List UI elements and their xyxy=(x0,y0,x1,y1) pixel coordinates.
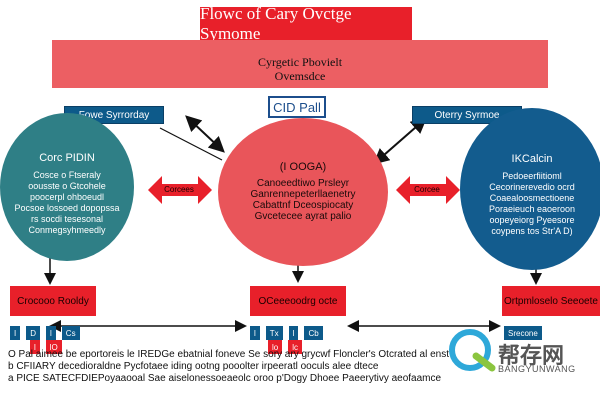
right-red-arrow-label: Corcee xyxy=(414,185,440,194)
watermark-logo-subtitle: BANGYUNWANG xyxy=(498,364,576,374)
right-circle: IKCalcin Pedoeerfiitioml Cecorinerevedio… xyxy=(460,108,600,270)
left-tags: I D l Cs xyxy=(10,326,80,340)
arrow-left-header-line xyxy=(159,127,223,161)
center-circle: (I OOGA) Canoeedtiwo Prsleyr Ganrennepet… xyxy=(218,118,388,266)
tag: lc xyxy=(288,340,303,354)
arrow-right-header-to-center xyxy=(372,117,428,165)
left-tags-row2: l lO xyxy=(30,340,62,354)
tag: Cs xyxy=(61,326,80,340)
right-circle-line: Pedoeerfiitioml xyxy=(502,171,562,181)
left-circle-line: Conmegsyhmeedly xyxy=(28,225,106,235)
bottom-text-line: b CFIIARY decedioraldne Pycfotaee iding … xyxy=(8,361,379,372)
red-arrow-right xyxy=(396,176,460,204)
right-circle-line: Poraeieuch eaoeroon xyxy=(488,204,576,214)
center-tags: l Tx l Cb xyxy=(250,326,323,340)
right-circle-line: oopeyeiorg Pyeesore xyxy=(489,215,575,225)
center-circle-line: Canoeedtiwo Prsleyr xyxy=(256,178,350,189)
tag: l xyxy=(250,326,260,340)
left-circle-line: poocerpl ohboeudl xyxy=(29,192,105,202)
right-red-box: Ortpmloselo Seeoete xyxy=(502,286,600,316)
tag: Tx xyxy=(265,326,283,340)
left-circle-line: Cosce o Ftseraly xyxy=(33,170,101,180)
center-red-box: OCeeeoodrg octe xyxy=(250,286,346,316)
right-circle-title: IKCalcin xyxy=(511,153,553,165)
center-circle-line: Ganrennepeterllaenetry xyxy=(250,189,356,200)
tag: lO xyxy=(45,340,62,354)
left-circle-line: oousste o Gtcohele xyxy=(28,181,106,191)
watermark-logo-text: 帮存网 xyxy=(498,343,565,368)
tag: l xyxy=(46,326,56,340)
tag: lo xyxy=(268,340,283,354)
logo-mark-tail-icon xyxy=(472,352,496,372)
left-circle-title: Corc PIDIN xyxy=(39,152,95,164)
diagram-title: Flowc of Cary Ovctge Symome xyxy=(200,4,412,43)
right-tags: Srecone xyxy=(504,326,542,340)
center-circle-title: (I OOGA) xyxy=(279,161,327,173)
banner-line-1: Cyrgetic Pbovielt xyxy=(257,55,343,69)
tag: D xyxy=(26,326,41,340)
tag: I xyxy=(10,326,21,340)
tag: Cb xyxy=(304,326,323,340)
center-circle-line: Cabattnf Dceospiocaty xyxy=(252,200,354,211)
right-circle-line: Coaealoosmectioene xyxy=(489,193,575,203)
center-label: CID Pall xyxy=(268,96,326,118)
left-red-arrow-label: Corcees xyxy=(164,185,194,194)
logo-mark-icon xyxy=(449,329,491,371)
top-banner: Cyrgetic Pbovielt Ovemsdce xyxy=(52,40,548,88)
tag: l xyxy=(30,340,40,354)
left-circle-line: Pocsoe lossoed dopopssa xyxy=(14,203,120,213)
right-circle-line: Cecorinerevedio ocrd xyxy=(489,182,575,192)
left-circle: Corc PIDIN Cosce o Ftseraly oousste o Gt… xyxy=(0,113,134,261)
bottom-text-line: a PICE SATECFDIEPoyaaooal Sae aiseloness… xyxy=(8,373,442,384)
left-circle-line: rs socdi tesesonal xyxy=(30,214,104,224)
arrow-left-header-to-center xyxy=(185,115,225,153)
center-tags-row2: lo lc xyxy=(268,340,303,354)
left-red-box: Crocooo Rooldy xyxy=(10,286,96,316)
banner-line-2: Ovemsdce xyxy=(274,69,326,83)
tag: Srecone xyxy=(504,326,542,340)
tag: l xyxy=(288,326,299,340)
red-arrow-left xyxy=(148,176,212,204)
bottom-text-line: O Pal aimee be eportoreis le IREDGe ebat… xyxy=(8,349,449,360)
right-circle-line: coypens tos Str'A D) xyxy=(491,226,573,236)
center-circle-line: Gvcetecee ayrat palio xyxy=(254,211,352,222)
